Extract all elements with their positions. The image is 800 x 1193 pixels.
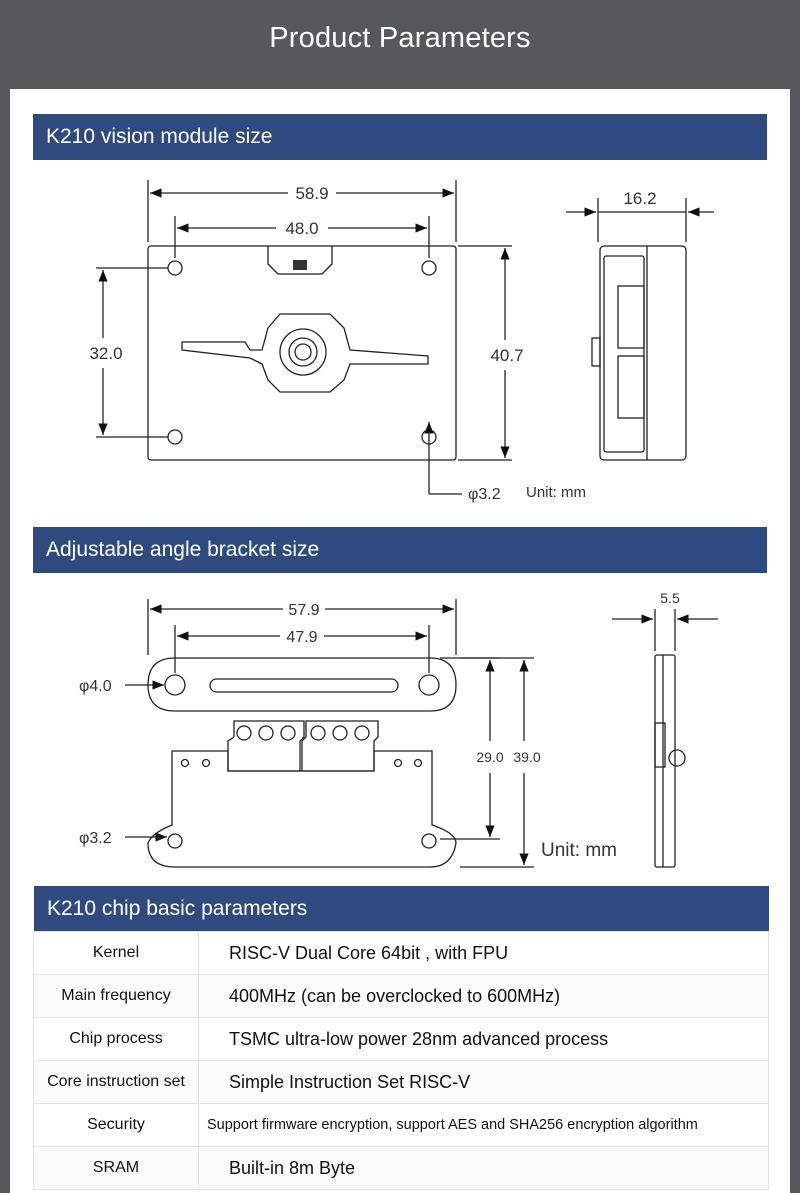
- param-key-instruction-set: Core instruction set: [33, 1060, 199, 1104]
- page-title: Product Parameters: [269, 22, 531, 54]
- param-key-kernel: Kernel: [33, 931, 199, 975]
- param-key-sram: SRAM: [33, 1146, 199, 1190]
- bracket-hole-top-left: [164, 674, 186, 696]
- module-side-outline: [599, 245, 687, 461]
- bracket-unit-label: Unit: mm: [541, 840, 617, 861]
- table-row: Main frequency 400MHz (can be overclocke…: [33, 974, 769, 1018]
- dim-bracket-height: 39.0: [513, 749, 540, 765]
- frame-right: [790, 89, 800, 1193]
- dim-module-hole-diameter: φ3.2: [468, 486, 501, 503]
- table-row: SRAM Built-in 8m Byte: [33, 1146, 769, 1190]
- dim-bracket-thickness: 5.5: [660, 590, 680, 606]
- lens-core: [294, 343, 312, 361]
- param-value-instruction-set: Simple Instruction Set RISC-V: [198, 1060, 769, 1104]
- module-size-drawing: 58.9 48.0 32.0 40.7 16.2 φ3.2 Unit: mm: [89, 180, 714, 503]
- page-header: Product Parameters: [0, 0, 800, 89]
- lens-ring-outer: [279, 328, 327, 376]
- bracket-hole-bottom-left: [167, 833, 183, 849]
- param-value-security: Support firmware encryption, support AES…: [198, 1103, 769, 1147]
- dim-bracket-hole-x: 47.9: [286, 629, 317, 646]
- table-row: Kernel RISC-V Dual Core 64bit , with FPU: [33, 931, 769, 975]
- dim-module-hole-x: 48.0: [285, 219, 318, 238]
- table-row: Security Support firmware encryption, su…: [33, 1103, 769, 1147]
- dim-module-width: 58.9: [295, 184, 328, 203]
- mount-hole-tl: [167, 260, 183, 276]
- chip-params-table: Kernel RISC-V Dual Core 64bit , with FPU…: [33, 931, 769, 1190]
- bracket-size-header: Adjustable angle bracket size: [33, 527, 767, 573]
- bracket-hole-top-right: [418, 674, 440, 696]
- dim-module-thickness: 16.2: [623, 189, 656, 208]
- bracket-slot: [209, 678, 399, 693]
- dim-bracket-hole-top: φ4.0: [79, 678, 112, 695]
- param-value-frequency: 400MHz (can be overclocked to 600MHz): [198, 974, 769, 1018]
- bracket-lower-plate: [147, 750, 457, 868]
- param-value-kernel: RISC-V Dual Core 64bit , with FPU: [198, 931, 769, 975]
- param-value-process: TSMC ultra-low power 28nm advanced proce…: [198, 1017, 769, 1061]
- param-value-sram: Built-in 8m Byte: [198, 1146, 769, 1190]
- mount-hole-tr: [421, 260, 437, 276]
- lens-ring-inner: [288, 337, 318, 367]
- mount-hole-bl: [167, 429, 183, 445]
- chip-params-title: K210 chip basic parameters: [47, 897, 308, 920]
- frame-left: [0, 89, 10, 1193]
- module-unit-label: Unit: mm: [526, 484, 586, 501]
- module-top-connector: [267, 246, 333, 275]
- dim-module-height: 40.7: [490, 346, 523, 365]
- param-key-process: Chip process: [33, 1017, 199, 1061]
- module-size-header: K210 vision module size: [33, 114, 767, 160]
- module-size-title: K210 vision module size: [46, 125, 273, 148]
- bracket-hole-bottom-right: [421, 833, 437, 849]
- lens-bracket: [181, 313, 429, 393]
- dim-bracket-hole-bottom: φ3.2: [79, 830, 112, 847]
- module-board-outline: [147, 245, 457, 461]
- dim-bracket-inner-height: 29.0: [476, 749, 503, 765]
- param-key-frequency: Main frequency: [33, 974, 199, 1018]
- param-key-security: Security: [33, 1103, 199, 1147]
- table-row: Core instruction set Simple Instruction …: [33, 1060, 769, 1104]
- dim-module-hole-y: 32.0: [89, 344, 122, 363]
- bracket-upper-plate: [147, 657, 457, 712]
- bracket-size-drawing: 57.9 47.9 φ4.0 φ3.2 29.0 39.0 5.5 Unit: …: [79, 590, 718, 868]
- table-row: Chip process TSMC ultra-low power 28nm a…: [33, 1017, 769, 1061]
- bracket-size-title: Adjustable angle bracket size: [46, 538, 320, 561]
- dim-bracket-width: 57.9: [288, 602, 319, 619]
- chip-params-header: K210 chip basic parameters: [34, 886, 769, 932]
